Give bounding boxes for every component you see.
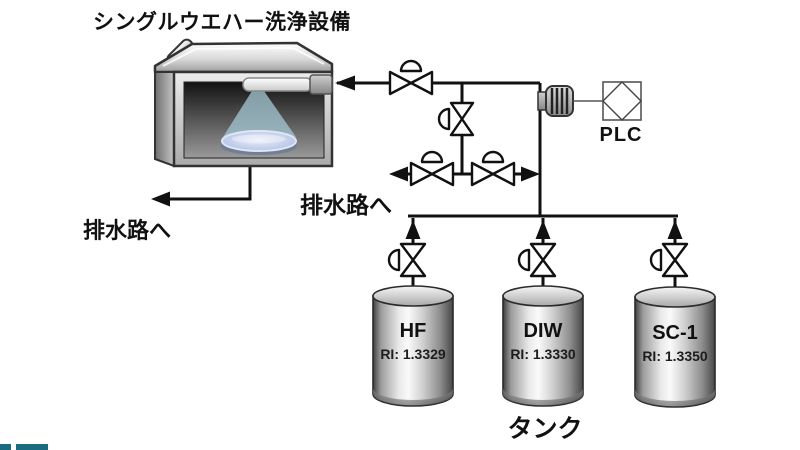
valves [387, 59, 689, 278]
tank-sc1-icon [634, 286, 716, 408]
tank-sc1-ri: RI: 1.3350 [642, 348, 708, 364]
valve-hf-icon [387, 242, 427, 278]
chemical-tanks [372, 285, 716, 408]
tank-sc1-name: SC-1 [652, 322, 698, 344]
drain-label-middle: 排水路へ [300, 192, 392, 218]
spray-nozzle-icon [242, 77, 313, 92]
arrow-drain-right [521, 166, 540, 182]
chamber-side [154, 71, 175, 168]
diagram-title: シングルウエハー洗浄設備 [93, 11, 351, 34]
spray-cone [223, 91, 296, 137]
pipe-chamber-drain [166, 165, 252, 201]
valve-mid-icon [437, 101, 475, 137]
tank-hf-name: HF [399, 320, 427, 342]
valve-drain-left-icon [409, 150, 455, 187]
plc-label: PLC [599, 124, 643, 146]
arrow-up-hf [405, 220, 421, 239]
nozzle-inlet-cap [309, 74, 333, 95]
logo-fragment-icon [0, 444, 11, 450]
plc-box-icon [602, 81, 642, 121]
arrow-into-chamber [335, 75, 355, 91]
tanks-caption: タンク [507, 415, 583, 443]
tank-diw-icon [502, 285, 584, 407]
arrow-up-sc1 [667, 220, 683, 239]
tank-sc1-label: SC-1 RI: 1.3350 [630, 323, 720, 363]
logo-fragment-icon [16, 444, 48, 450]
cleaning-chamber [153, 38, 334, 168]
inline-sensor-coupling-icon [537, 85, 603, 117]
wafer-icon [221, 130, 297, 152]
tank-hf-icon [372, 285, 454, 407]
tank-diw-label: DIW RI: 1.3330 [498, 321, 588, 361]
valve-drain-right-icon [470, 150, 516, 187]
drain-label-left: 排水路へ [83, 218, 172, 243]
tank-diw-name: DIW [523, 320, 563, 342]
flow-arrows [151, 75, 683, 239]
arrow-chamber-drain [151, 191, 170, 207]
tank-diw-ri: RI: 1.3330 [510, 346, 576, 362]
valve-supply-icon [388, 59, 434, 96]
tank-hf-ri: RI: 1.3329 [380, 346, 446, 362]
arrow-up-diw [535, 220, 551, 239]
valve-sc1-icon [649, 242, 689, 278]
tank-hf-label: HF RI: 1.3329 [368, 321, 458, 361]
valve-diw-icon [517, 242, 557, 278]
arrow-drain-left [389, 166, 408, 182]
